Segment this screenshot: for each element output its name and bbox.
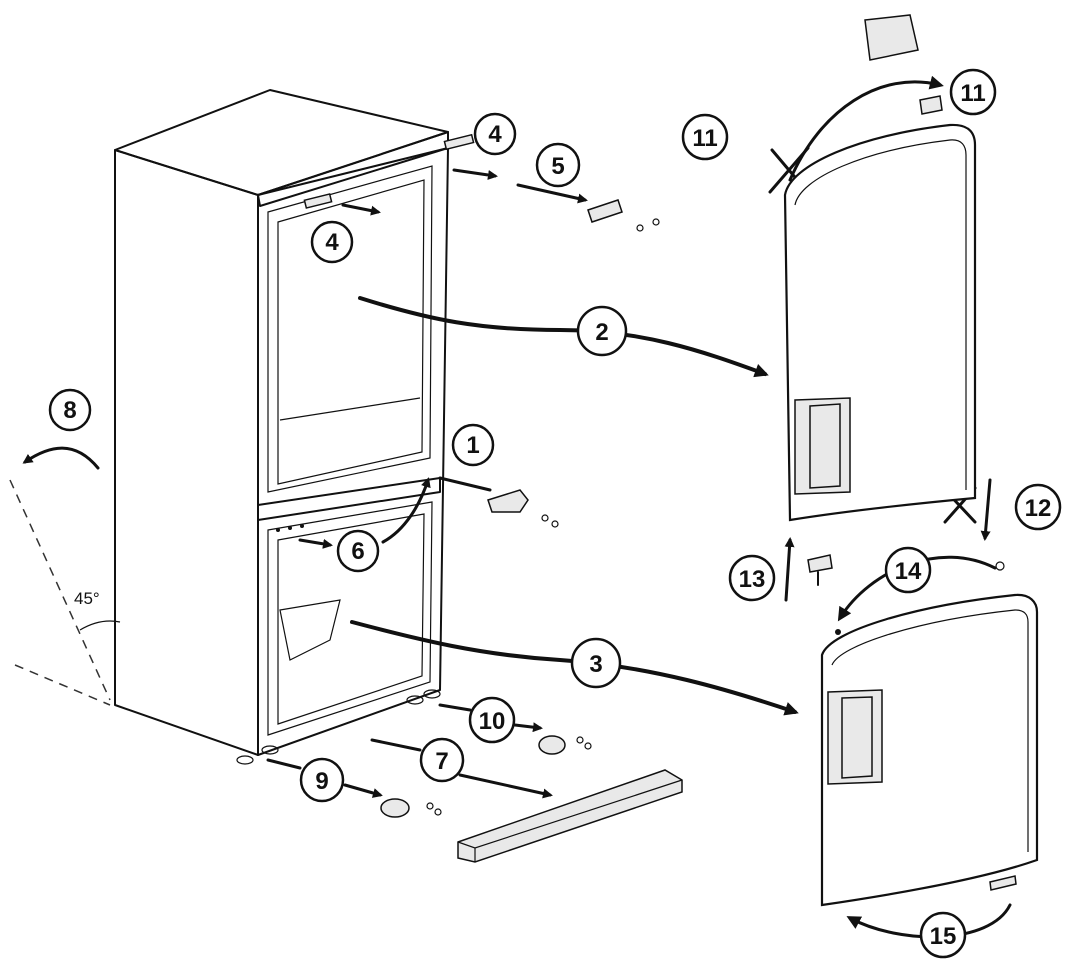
svg-text:8: 8	[63, 397, 76, 424]
step-label-15: 15	[919, 911, 967, 959]
lower-door	[820, 593, 1039, 907]
step-label-8: 8	[48, 388, 92, 432]
step-arrows	[22, 75, 1012, 939]
step-label-10: 10	[468, 696, 516, 744]
fridge-cabinet	[114, 89, 449, 765]
step-label-9: 9	[299, 757, 345, 803]
svg-text:1: 1	[466, 432, 479, 459]
hinge-parts	[380, 14, 1017, 891]
svg-text:13: 13	[739, 566, 766, 593]
upper-door	[783, 123, 977, 522]
svg-text:4: 4	[488, 121, 502, 148]
step-label-11-left: 11	[681, 113, 729, 161]
step-label-13: 13	[728, 554, 776, 602]
svg-text:2: 2	[595, 319, 608, 346]
step-label-6: 6	[336, 529, 380, 573]
step-label-4-front: 4	[310, 220, 354, 264]
step-label-3: 3	[570, 637, 622, 689]
svg-text:6: 6	[351, 538, 364, 565]
step-label-1: 1	[451, 423, 495, 467]
svg-text:15: 15	[930, 923, 957, 950]
tilt-angle-label: 45°	[74, 589, 100, 608]
svg-text:7: 7	[435, 748, 448, 775]
svg-text:9: 9	[315, 768, 328, 795]
step-label-5: 5	[535, 142, 581, 188]
svg-text:14: 14	[895, 558, 922, 585]
step-label-7: 7	[419, 737, 465, 783]
svg-text:3: 3	[589, 651, 602, 678]
step-label-11-right: 11	[949, 68, 997, 116]
svg-text:10: 10	[479, 708, 506, 735]
svg-text:4: 4	[325, 229, 339, 256]
svg-text:5: 5	[551, 153, 564, 180]
svg-text:12: 12	[1025, 495, 1052, 522]
tilt-guide	[9, 479, 121, 706]
svg-text:11: 11	[692, 125, 717, 152]
svg-text:11: 11	[960, 80, 985, 107]
step-label-2: 2	[576, 305, 628, 357]
step-label-12: 12	[1014, 483, 1062, 531]
step-label-14: 14	[884, 546, 932, 594]
step-label-4-top: 4	[473, 112, 517, 156]
